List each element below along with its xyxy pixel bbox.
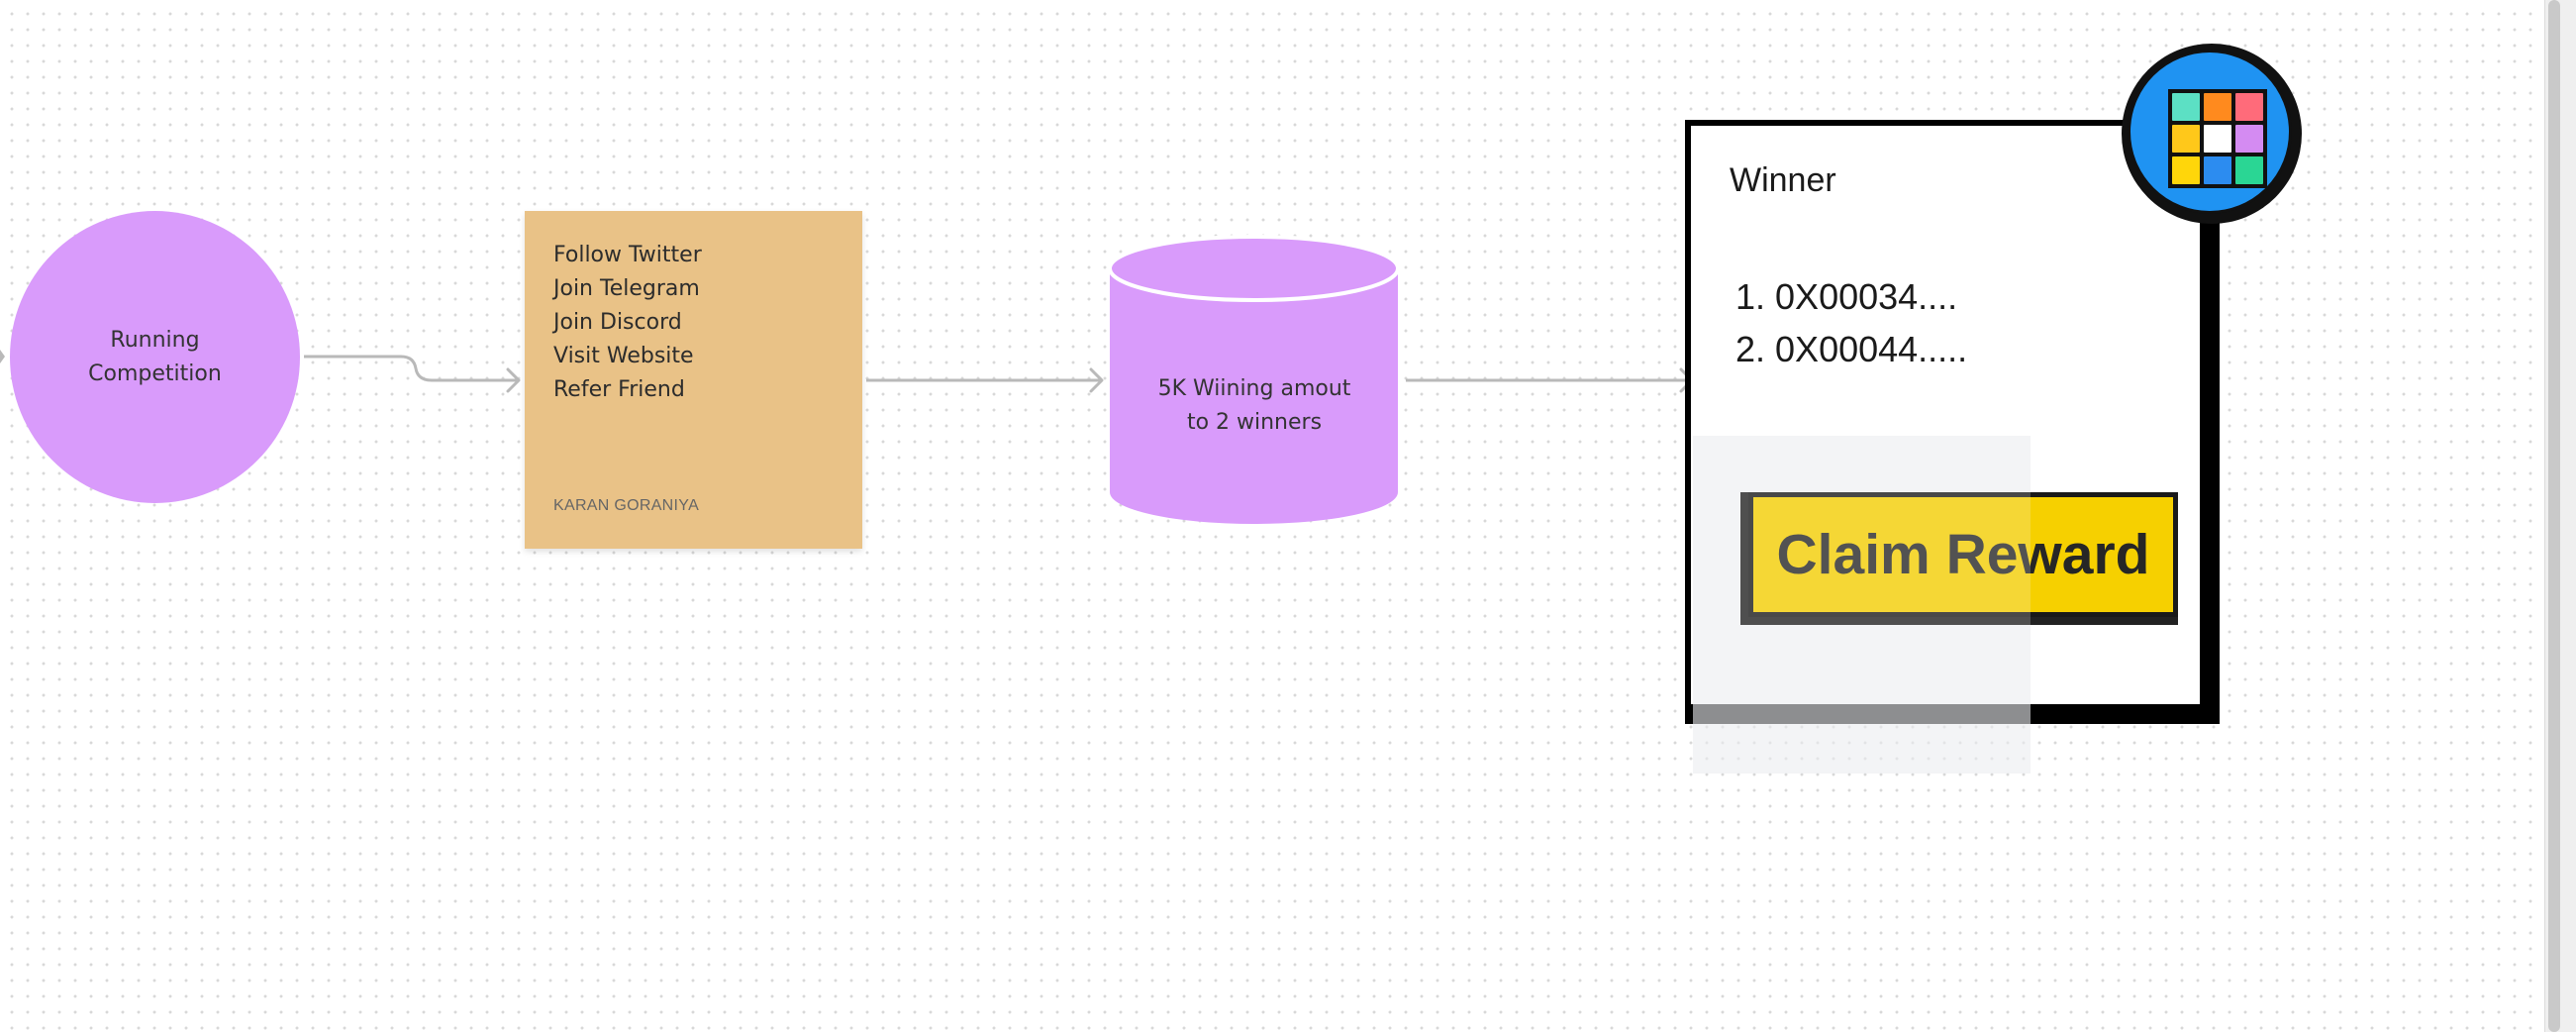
grid-cell	[2204, 93, 2231, 121]
cylinder-body	[1110, 268, 1398, 524]
task-item: Visit Website	[553, 344, 694, 368]
connector-circle-to-sticky	[304, 355, 518, 382]
cylinder-top	[1108, 235, 1400, 302]
left-edge-arrowhead	[0, 350, 5, 363]
grid-cell	[2235, 125, 2263, 153]
winner-address: 0X00034....	[1775, 276, 1958, 317]
claim-reward-button[interactable]: Claim Reward	[1748, 492, 2178, 617]
grid-cell	[2172, 156, 2200, 184]
task-item: Join Discord	[553, 310, 682, 335]
prize-pool-cylinder[interactable]	[1108, 233, 1400, 530]
winner-item: 2. 0X00044.....	[1735, 329, 1968, 369]
winner-card-title: Winner	[1730, 161, 1836, 199]
winner-address: 0X00044.....	[1775, 329, 1968, 369]
sticky-author: KARAN GORANIYA	[553, 497, 700, 514]
grid-cell	[2204, 125, 2231, 153]
arrowhead-sticky	[506, 367, 521, 393]
winner-list: 1. 0X00034.... 2. 0X00044.....	[1735, 270, 1967, 375]
task-item: Follow Twitter	[553, 243, 702, 267]
grid-cell	[2235, 156, 2263, 184]
task-item: Refer Friend	[553, 377, 685, 402]
task-list: Follow Twitter Join Telegram Join Discor…	[553, 239, 702, 407]
badge-circle	[2128, 50, 2292, 214]
prize-pool-label: 5K Wiining amout to 2 winners	[1157, 376, 1351, 435]
running-competition-label: Running Competition	[88, 327, 222, 386]
grid-cell	[2172, 125, 2200, 153]
grid-cell	[2235, 93, 2263, 121]
app-grid-icon	[2168, 89, 2267, 188]
task-item: Join Telegram	[553, 276, 700, 301]
grid-cell	[2172, 93, 2200, 121]
arrowhead-cylinder	[1089, 367, 1104, 393]
running-competition-node[interactable]: Running Competition	[10, 211, 300, 503]
app-badge[interactable]	[2122, 44, 2302, 224]
tasks-sticky-note[interactable]: Follow Twitter Join Telegram Join Discor…	[525, 211, 862, 549]
winner-item: 1. 0X00034....	[1735, 276, 1958, 317]
scrollbar-thumb[interactable]	[2548, 0, 2560, 1032]
grid-cell	[2204, 156, 2231, 184]
